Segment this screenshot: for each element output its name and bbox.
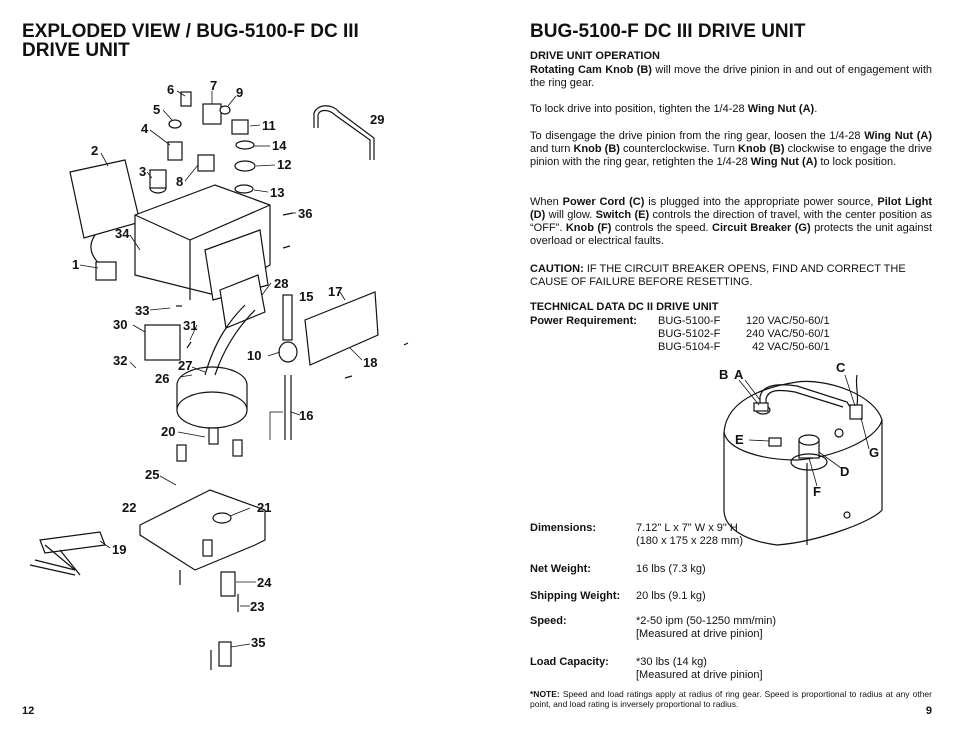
operation-paragraph-4: When Power Cord (C) is plugged into the … [530,196,933,247]
callout-1: 1 [72,257,80,272]
callout-10: 10 [247,348,262,363]
figure-label-d: D [840,464,850,479]
power-value: 240 VAC/50-60/1 [746,328,830,340]
callout-36: 36 [298,206,313,221]
power-value: 42 VAC/50-60/1 [746,341,830,353]
power-model: BUG-5104-F [658,341,721,353]
callout-18: 18 [363,355,378,370]
callout-30: 30 [113,317,128,332]
callout-27: 27 [178,358,193,373]
footnote: *NOTE: Speed and load ratings apply at r… [530,689,932,709]
figure-label-g: G [869,445,880,460]
callout-21: 21 [257,500,272,515]
figure-label-e: E [735,432,744,447]
callout-3: 3 [139,164,147,179]
callout-20: 20 [161,424,176,439]
callout-17: 17 [328,284,343,299]
figure-label-c: C [836,360,846,375]
drive-unit-figure [723,374,883,546]
callout-24: 24 [257,575,272,590]
figure-label-f: F [813,484,821,499]
callout-33: 33 [135,303,150,318]
exploded-view-diagram [29,90,409,670]
callout-28: 28 [274,276,289,291]
callout-9: 9 [236,85,244,100]
left-page-title: EXPLODED VIEW / BUG-5100-F DC III DRIVE … [22,21,359,61]
callout-7: 7 [210,78,218,93]
callout-32: 32 [113,353,128,368]
operation-paragraph-2: To lock drive into position, tighten the… [530,103,818,115]
callout-15: 15 [299,289,314,304]
right-page-title: BUG-5100-F DC III DRIVE UNIT [530,21,806,42]
power-model: BUG-5100-F [658,315,721,327]
callout-34: 34 [115,226,130,241]
callout-14: 14 [272,138,287,153]
callout-12: 12 [277,157,292,172]
callout-23: 23 [250,599,265,614]
callout-8: 8 [176,174,184,189]
caution-text: CAUTION: IF THE CIRCUIT BREAKER OPENS, F… [530,263,906,288]
callout-29: 29 [370,112,385,127]
callout-35: 35 [251,635,266,650]
callout-19: 19 [112,542,127,557]
page-number-right: 9 [925,705,932,717]
callout-16: 16 [299,408,314,423]
operation-paragraph-1: Rotating Cam Knob (B) will move the driv… [530,64,933,89]
callout-4: 4 [141,121,149,136]
power-value: 120 VAC/50-60/1 [746,315,830,327]
callout-5: 5 [153,102,161,117]
callout-25: 25 [145,467,160,482]
callout-13: 13 [270,185,285,200]
callout-2: 2 [91,143,99,158]
callout-6: 6 [167,82,175,97]
callout-26: 26 [155,371,170,386]
right-page: BUG-5100-F DC III DRIVE UNIT DRIVE UNIT … [477,0,954,738]
operation-heading: DRIVE UNIT OPERATION [530,50,660,62]
figure-label-b: B [719,367,729,382]
page-number-left: 12 [22,705,35,717]
part-side-plate [69,159,141,239]
figure-label-a: A [734,367,744,382]
callout-31: 31 [183,318,198,333]
left-page: EXPLODED VIEW / BUG-5100-F DC III DRIVE … [22,21,409,717]
callout-11: 11 [262,118,276,133]
operation-paragraph-3: To disengage the drive pinion from the r… [530,130,933,168]
technical-heading: TECHNICAL DATA DC II DRIVE UNIT [530,301,719,313]
power-model: BUG-5102-F [658,328,721,340]
callout-22: 22 [122,500,137,515]
power-requirement-label: Power Requirement: [530,315,637,327]
